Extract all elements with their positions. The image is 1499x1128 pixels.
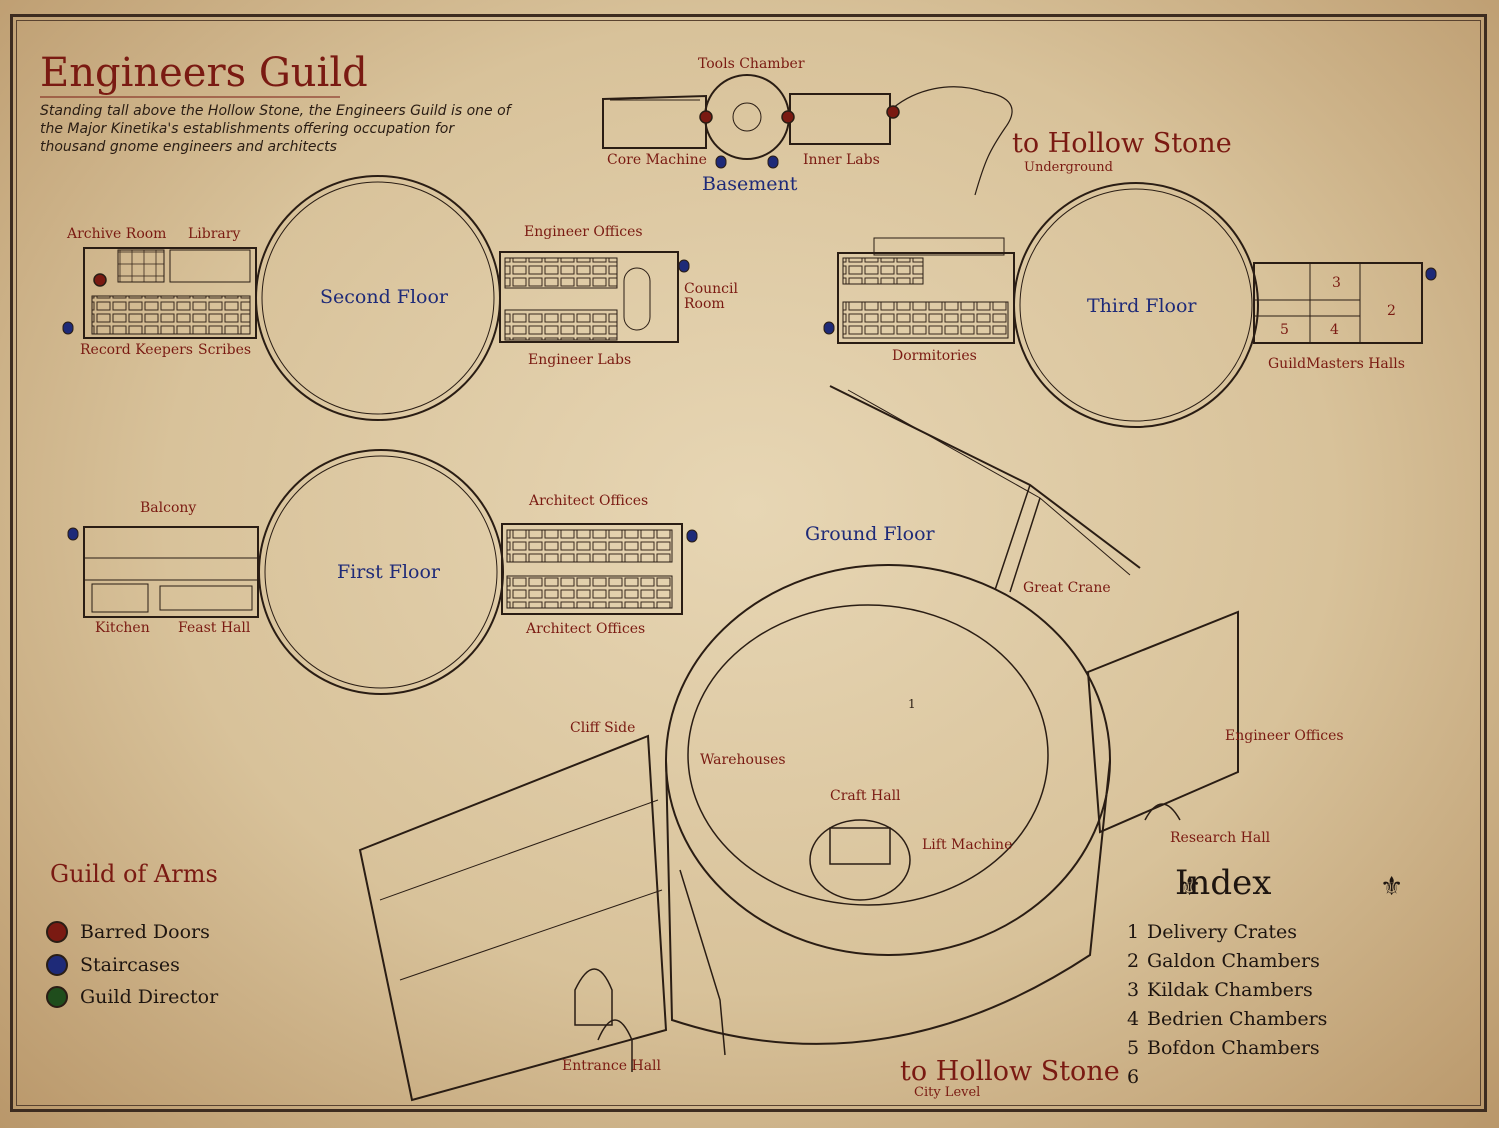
index-label: Bedrien Chambers (1147, 1008, 1328, 1030)
label-third-floor: Third Floor (1087, 295, 1197, 317)
index-number: 2 (1127, 950, 1140, 972)
ground-floor-drawing (358, 385, 1239, 1102)
legend-item-guild-director: Guild Director (46, 985, 218, 1009)
label-tools-chamber: Tools Chamber (698, 56, 805, 72)
legend-item-staircases: Staircases (46, 953, 180, 977)
label-second-floor: Second Floor (320, 286, 448, 308)
index-item: 1 Delivery Crates (1127, 921, 1297, 943)
fleur-de-lis-icon: ⚜ (1380, 872, 1404, 902)
index-item: 5 Bofdon Chambers (1127, 1037, 1320, 1059)
legend-label: Guild Director (80, 986, 219, 1008)
legend-item-barred-doors: Barred Doors (46, 920, 210, 944)
guild-director-icon (46, 986, 68, 1008)
label-council-room: Council Room (684, 281, 738, 312)
label-cliff-side: Cliff Side (570, 720, 636, 736)
label-to-hollow-stone-underground: to Hollow Stone (1012, 128, 1232, 159)
marker-delivery-crates: 1 (908, 697, 916, 711)
basement-plan (602, 74, 1013, 196)
label-architect-offices-bottom: Architect Offices (526, 621, 646, 637)
second-floor-plan (83, 175, 679, 421)
label-dormitories: Dormitories (892, 348, 977, 364)
label-scribes: Scribes (198, 342, 252, 358)
staircase-markers (62, 155, 1437, 543)
label-basement: Basement (702, 173, 798, 195)
label-feast-hall: Feast Hall (178, 620, 251, 636)
label-archive-room: Archive Room (67, 226, 167, 242)
label-core-machine: Core Machine (607, 152, 707, 168)
legend-label: Staircases (80, 954, 180, 976)
label-great-crane: Great Crane (1023, 580, 1111, 596)
barred-door-icon (46, 921, 68, 943)
label-architect-offices-top: Architect Offices (529, 493, 649, 509)
label-ground-floor: Ground Floor (805, 523, 935, 545)
label-lift-machine: Lift Machine (922, 837, 1013, 853)
index-label: Bofdon Chambers (1147, 1037, 1320, 1059)
label-engineer-offices-ground: Engineer Offices (1225, 728, 1344, 744)
index-label: Galdon Chambers (1147, 950, 1320, 972)
label-city-level: City Level (914, 1085, 981, 1100)
label-underground: Underground (1024, 160, 1113, 175)
chamber-number: 5 (1280, 322, 1289, 338)
index-number: 6 (1127, 1066, 1140, 1088)
chamber-number: 4 (1330, 322, 1339, 338)
index-title: Index (1175, 863, 1272, 903)
chamber-number: 3 (1332, 275, 1341, 291)
label-entrance-hall: Entrance Hall (562, 1058, 662, 1074)
label-to-hollow-stone-city: to Hollow Stone (900, 1056, 1120, 1087)
index-label: Kildak Chambers (1147, 979, 1313, 1001)
map-title: Engineers Guild (40, 50, 368, 96)
label-inner-labs: Inner Labs (803, 152, 880, 168)
label-record-keepers: Record Keepers (80, 342, 193, 358)
third-floor-plan (837, 182, 1423, 428)
label-research-hall: Research Hall (1170, 830, 1271, 846)
label-engineer-labs: Engineer Labs (528, 352, 632, 368)
fleur-de-lis-icon: ⚜ (1178, 872, 1202, 902)
chamber-number: 2 (1387, 303, 1396, 319)
label-balcony: Balcony (140, 500, 197, 516)
label-library: Library (188, 226, 241, 242)
index-number: 1 (1127, 921, 1140, 943)
index-number: 3 (1127, 979, 1140, 1001)
legend-label: Barred Doors (80, 921, 210, 943)
label-first-floor: First Floor (337, 561, 440, 583)
index-item: 2 Galdon Chambers (1127, 950, 1320, 972)
label-craft-hall: Craft Hall (830, 788, 901, 804)
staircase-icon (46, 954, 68, 976)
index-number: 4 (1127, 1008, 1140, 1030)
label-kitchen: Kitchen (95, 620, 150, 636)
intro-text: Standing tall above the Hollow Stone, th… (40, 103, 511, 155)
index-label: Delivery Crates (1147, 921, 1298, 943)
legend-title: Guild of Arms (50, 860, 218, 888)
index-item: 4 Bedrien Chambers (1127, 1008, 1327, 1030)
first-floor-plan (83, 449, 683, 695)
barred-door-markers (93, 105, 900, 287)
index-item: 3 Kildak Chambers (1127, 979, 1313, 1001)
index-number: 5 (1127, 1037, 1140, 1059)
index-item: 6 (1127, 1066, 1147, 1088)
label-guildmasters-halls: GuildMasters Halls (1268, 356, 1405, 372)
label-warehouses: Warehouses (700, 752, 786, 768)
label-engineer-offices: Engineer Offices (524, 224, 643, 240)
